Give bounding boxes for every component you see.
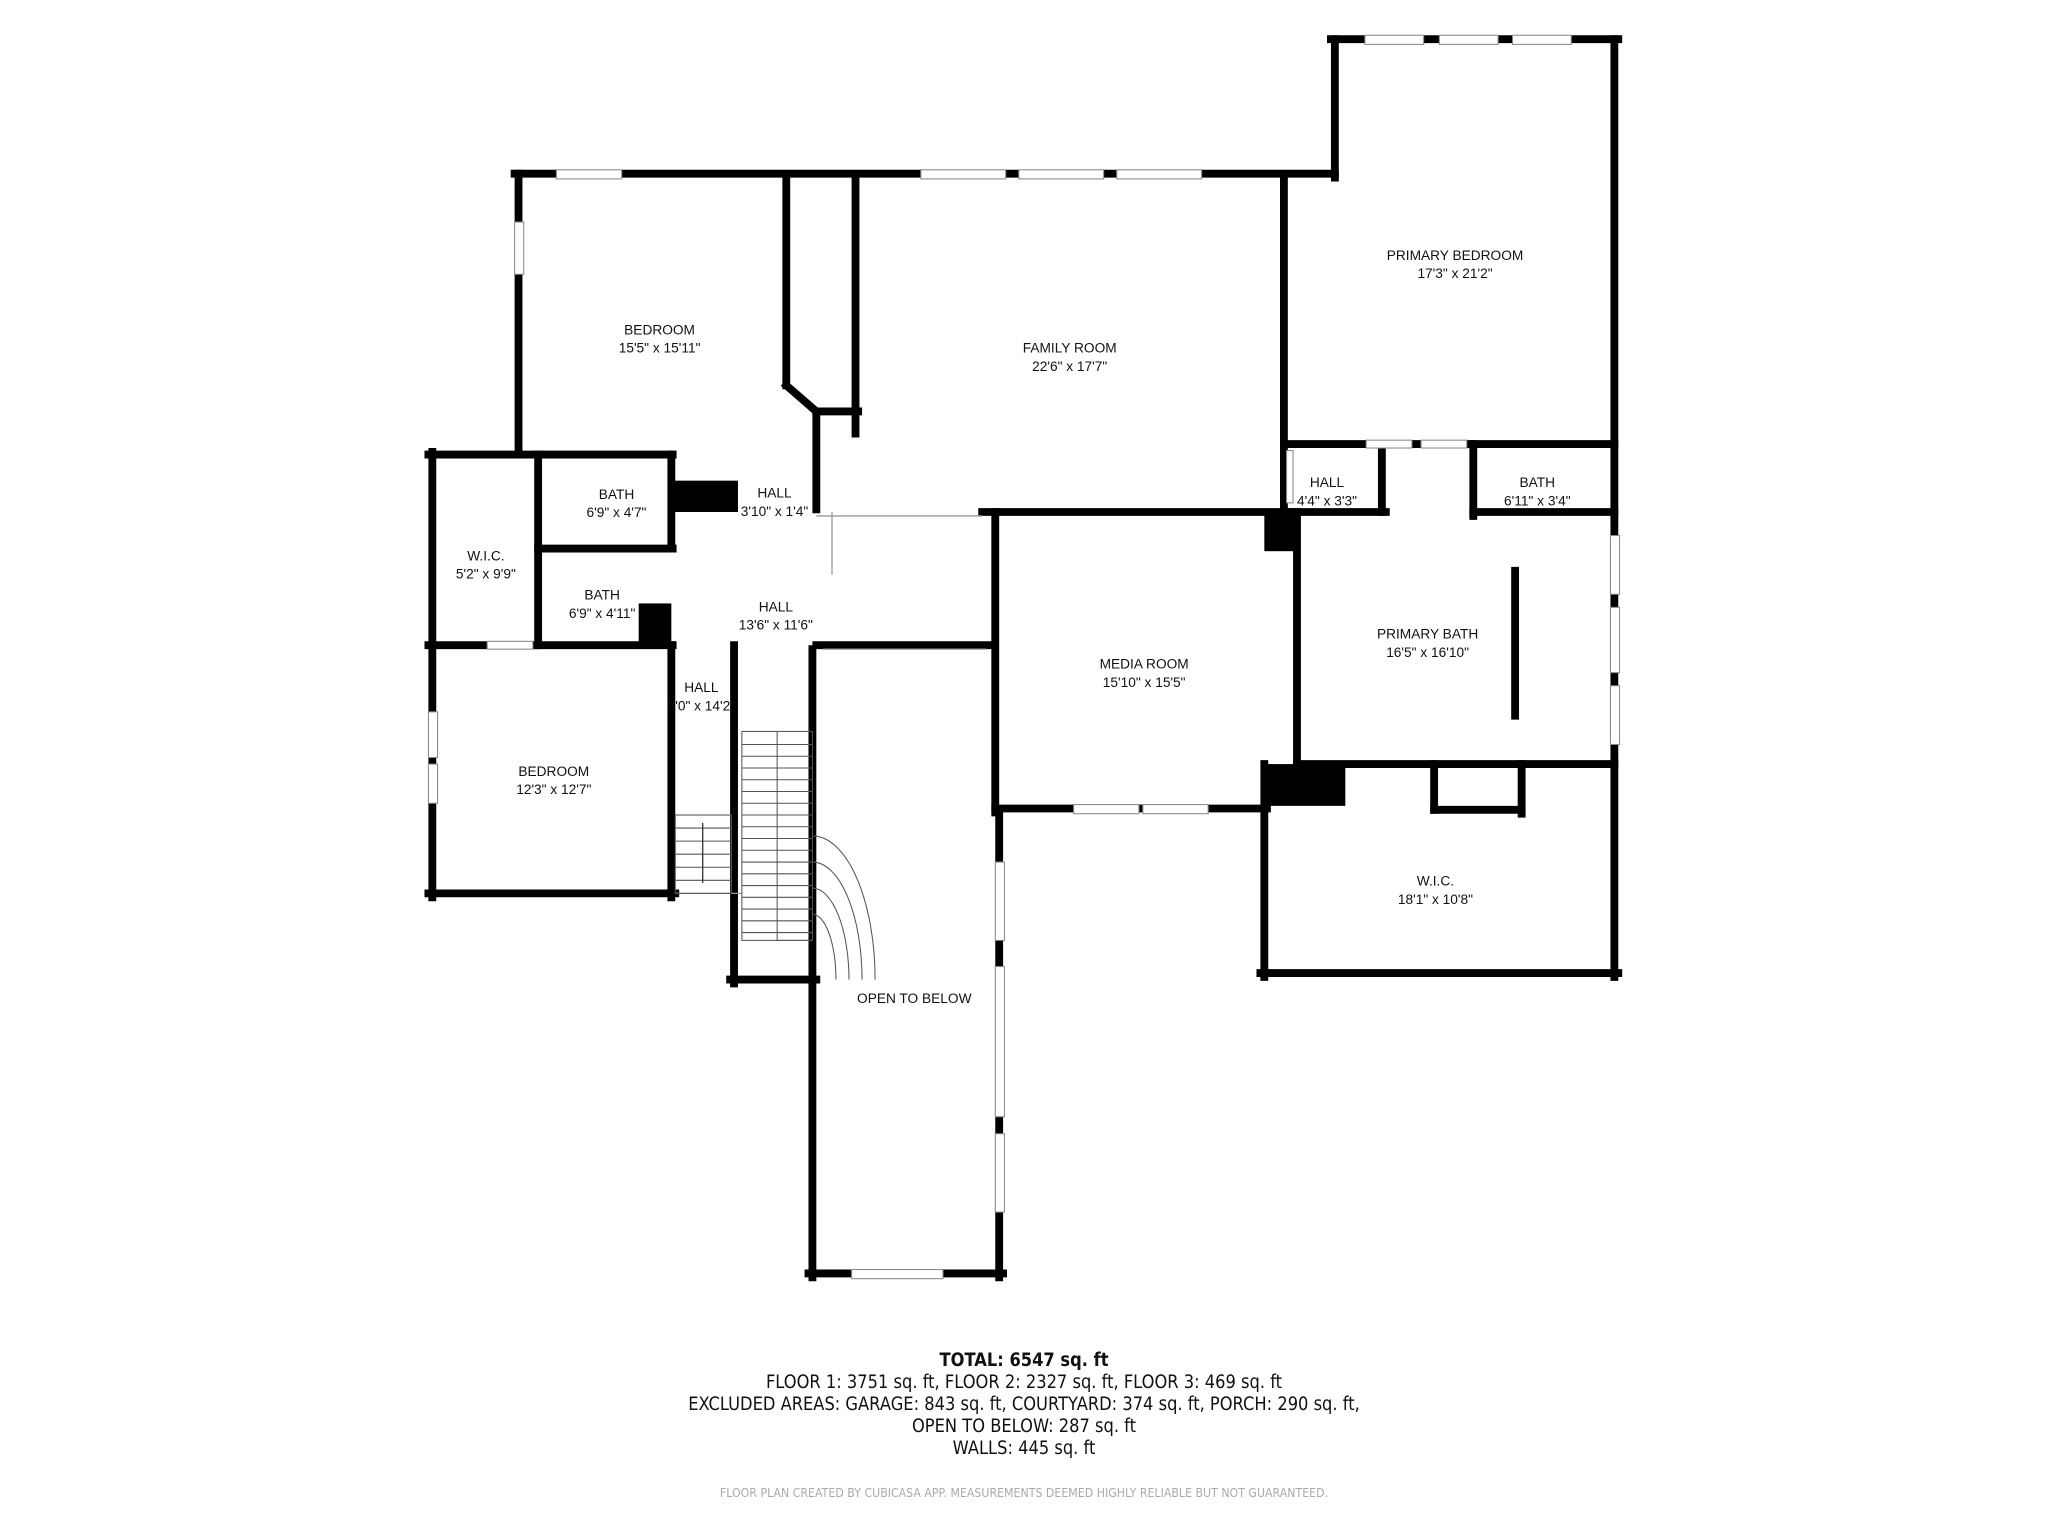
- wall: [780, 379, 822, 417]
- area-summary: TOTAL: 6547 sq. ft FLOOR 1: 3751 sq. ft,…: [123, 1350, 1925, 1460]
- window: [1018, 169, 1105, 180]
- room-dims: 15'5" x 15'11": [619, 341, 701, 356]
- window: [1116, 169, 1203, 180]
- window: [994, 1133, 1005, 1213]
- room-dims: 6'11" x 3'4": [1504, 493, 1571, 508]
- room-dims: 4'4" x 3'3": [1297, 493, 1357, 508]
- total-area: TOTAL: 6547 sq. ft: [939, 1350, 1109, 1371]
- room-name: PRIMARY BATH: [1377, 627, 1478, 642]
- room-bath-3: BATH 6'11" x 3'4": [1504, 475, 1571, 508]
- room-name: FAMILY ROOM: [1023, 341, 1117, 356]
- window: [994, 861, 1005, 941]
- window: [486, 640, 534, 650]
- wall-block: [672, 480, 738, 512]
- room-dims: 17'3" x 21'2": [1417, 266, 1492, 281]
- room-hall-2: HALL 13'6" x 11'6": [739, 599, 813, 632]
- room-name: BEDROOM: [518, 764, 589, 779]
- window: [514, 221, 525, 275]
- wall-block: [1264, 764, 1346, 806]
- window: [1142, 804, 1209, 815]
- stair-rail: [776, 731, 813, 941]
- open-to-below-area: OPEN TO BELOW: 287 sq. ft: [911, 1416, 1137, 1437]
- window: [427, 711, 439, 759]
- wall-block: [638, 603, 672, 646]
- curved-stair-line: [812, 913, 837, 980]
- room-name: BATH: [584, 588, 620, 603]
- window: [1286, 450, 1294, 504]
- window: [1609, 606, 1621, 674]
- room-dims: 16'5" x 16'10": [1386, 645, 1469, 660]
- room-dims: 6'9" x 4'7": [587, 505, 647, 520]
- room-wic-1: W.I.C. 5'2" x 9'9": [456, 548, 516, 581]
- room-bedroom-1: BEDROOM 15'5" x 15'11": [619, 322, 701, 355]
- room-family-room: FAMILY ROOM 22'6" x 17'7": [1023, 341, 1117, 374]
- window: [1609, 534, 1621, 595]
- room-primary-bedroom: PRIMARY BEDROOM 17'3" x 21'2": [1387, 248, 1524, 281]
- room-name: W.I.C.: [1417, 874, 1454, 889]
- wall-block: [1264, 512, 1300, 552]
- window: [427, 763, 439, 804]
- window: [1420, 439, 1468, 449]
- window: [1511, 34, 1572, 45]
- room-dims: 6'9" x 4'11": [569, 606, 636, 621]
- room-dims: 12'3" x 12'7": [516, 782, 591, 797]
- windows: [427, 34, 1621, 1280]
- room-bedroom-2: BEDROOM 12'3" x 12'7": [516, 764, 591, 797]
- room-media-room: MEDIA ROOM 15'10" x 15'5": [1100, 657, 1189, 690]
- wall-blocks: [638, 480, 1346, 806]
- walls-area: WALLS: 445 sq. ft: [952, 1438, 1096, 1459]
- window: [920, 169, 1007, 180]
- room-dims: 22'6" x 17'7": [1032, 359, 1107, 374]
- window: [1365, 439, 1413, 449]
- room-dims: 5'2" x 9'9": [456, 567, 516, 582]
- room-name: OPEN TO BELOW: [857, 991, 972, 1006]
- room-name: BEDROOM: [624, 322, 695, 337]
- room-name: BATH: [1520, 475, 1556, 490]
- room-name: MEDIA ROOM: [1100, 657, 1189, 672]
- room-name: BATH: [599, 487, 635, 502]
- room-dims: 3'10" x 1'4": [741, 504, 809, 519]
- room-wic-2: W.I.C. 18'1" x 10'8": [1398, 874, 1473, 907]
- room-name: HALL: [757, 486, 792, 501]
- curved-stair-line: [812, 861, 863, 980]
- window: [1073, 804, 1140, 815]
- room-hall-3: HALL 3'0" x 14'2": [668, 680, 736, 713]
- room-bath-1: BATH 6'9" x 4'7": [587, 487, 647, 520]
- window: [1364, 34, 1425, 45]
- staircase: [674, 730, 876, 980]
- window: [555, 169, 623, 180]
- floor-areas: FLOOR 1: 3751 sq. ft, FLOOR 2: 2327 sq. …: [765, 1372, 1283, 1393]
- window: [851, 1269, 944, 1280]
- curved-stair-line: [812, 887, 850, 980]
- credit-text: FLOOR PLAN CREATED BY CUBICASA APP. MEAS…: [719, 1485, 1329, 1500]
- room-name: HALL: [759, 599, 794, 614]
- room-name: PRIMARY BEDROOM: [1387, 248, 1524, 263]
- window: [1609, 685, 1621, 746]
- room-open-to-below: OPEN TO BELOW: [857, 991, 972, 1006]
- room-bath-2: BATH 6'9" x 4'11": [569, 588, 636, 621]
- room-name: HALL: [684, 680, 719, 695]
- room-hall-4: HALL 4'4" x 3'3": [1297, 475, 1357, 508]
- room-primary-bath: PRIMARY BATH 16'5" x 16'10": [1377, 627, 1478, 660]
- room-dims: 15'10" x 15'5": [1103, 675, 1186, 690]
- room-dims: 18'1" x 10'8": [1398, 892, 1473, 907]
- curved-stair-line: [812, 835, 876, 980]
- room-name: HALL: [1310, 475, 1345, 490]
- excluded-areas: EXCLUDED AREAS: GARAGE: 843 sq. ft, COUR…: [688, 1394, 1360, 1415]
- window: [994, 966, 1005, 1118]
- room-hall-1: HALL 3'10" x 1'4": [741, 486, 809, 519]
- room-dims: 13'6" x 11'6": [739, 618, 813, 633]
- room-name: W.I.C.: [467, 548, 504, 563]
- window: [1438, 34, 1499, 45]
- room-dims: 3'0" x 14'2": [668, 699, 736, 714]
